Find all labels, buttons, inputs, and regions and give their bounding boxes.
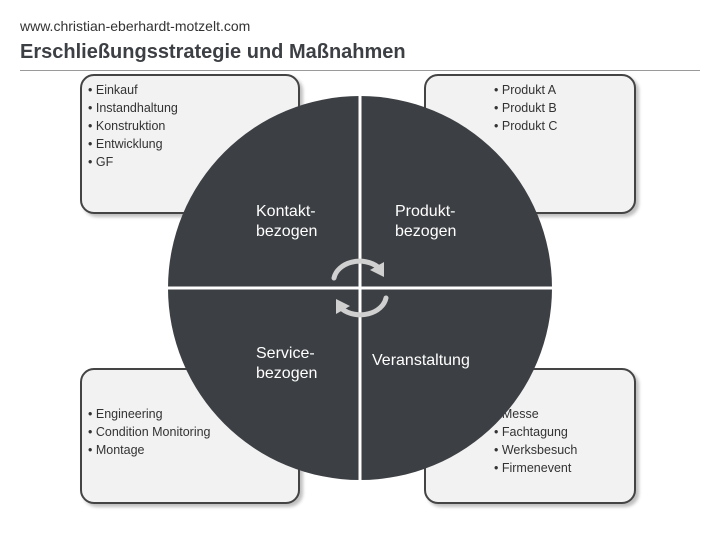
- title-divider: [20, 70, 700, 71]
- list-top-left: Einkauf Instandhaltung Konstruktion Entw…: [88, 81, 178, 171]
- list-item: Instandhaltung: [88, 99, 178, 117]
- list-item: Montage: [88, 441, 211, 459]
- quadrant-label-line: bezogen: [256, 223, 318, 240]
- site-url: www.christian-eberhardt-motzelt.com: [20, 18, 251, 34]
- quadrant-label-veranstaltung: Veranstaltung: [372, 352, 470, 369]
- list-top-right: Produkt A Produkt B Produkt C: [494, 81, 558, 135]
- list-item: Werksbesuch: [494, 441, 578, 459]
- list-bottom-right: Messe Fachtagung Werksbesuch Firmenevent: [494, 405, 578, 477]
- list-item: Einkauf: [88, 81, 178, 99]
- list-item: Produkt C: [494, 117, 558, 135]
- list-item: Messe: [494, 405, 577, 423]
- page-title: Erschließungsstrategie und Maßnahmen: [20, 41, 406, 63]
- list-item: Produkt B: [494, 99, 557, 117]
- list-item: Fachtagung: [494, 423, 577, 441]
- quadrant-label-produkt: Produkt- bezogen: [395, 202, 456, 242]
- list-item: Condition Monitoring: [88, 423, 211, 441]
- list-item: Firmenevent: [494, 459, 577, 477]
- quadrant-label-line: Service-: [256, 345, 315, 362]
- list-item: GF: [88, 153, 178, 171]
- cycle-arrows-icon: [331, 258, 389, 318]
- quadrant-label-service: Service- bezogen: [256, 344, 317, 384]
- quadrant-label-line: bezogen: [395, 223, 457, 240]
- list-item: Engineering: [88, 405, 211, 423]
- quadrant-label-kontakt: Kontakt- bezogen: [256, 202, 317, 242]
- list-item: Produkt A: [494, 81, 557, 99]
- quadrant-label-line: Produkt-: [395, 203, 456, 220]
- quadrant-label-line: bezogen: [256, 365, 318, 382]
- list-item: Entwicklung: [88, 135, 178, 153]
- list-item: Konstruktion: [88, 117, 178, 135]
- quadrant-label-line: Kontakt-: [256, 203, 316, 220]
- list-bottom-left: Engineering Condition Monitoring Montage: [88, 405, 211, 459]
